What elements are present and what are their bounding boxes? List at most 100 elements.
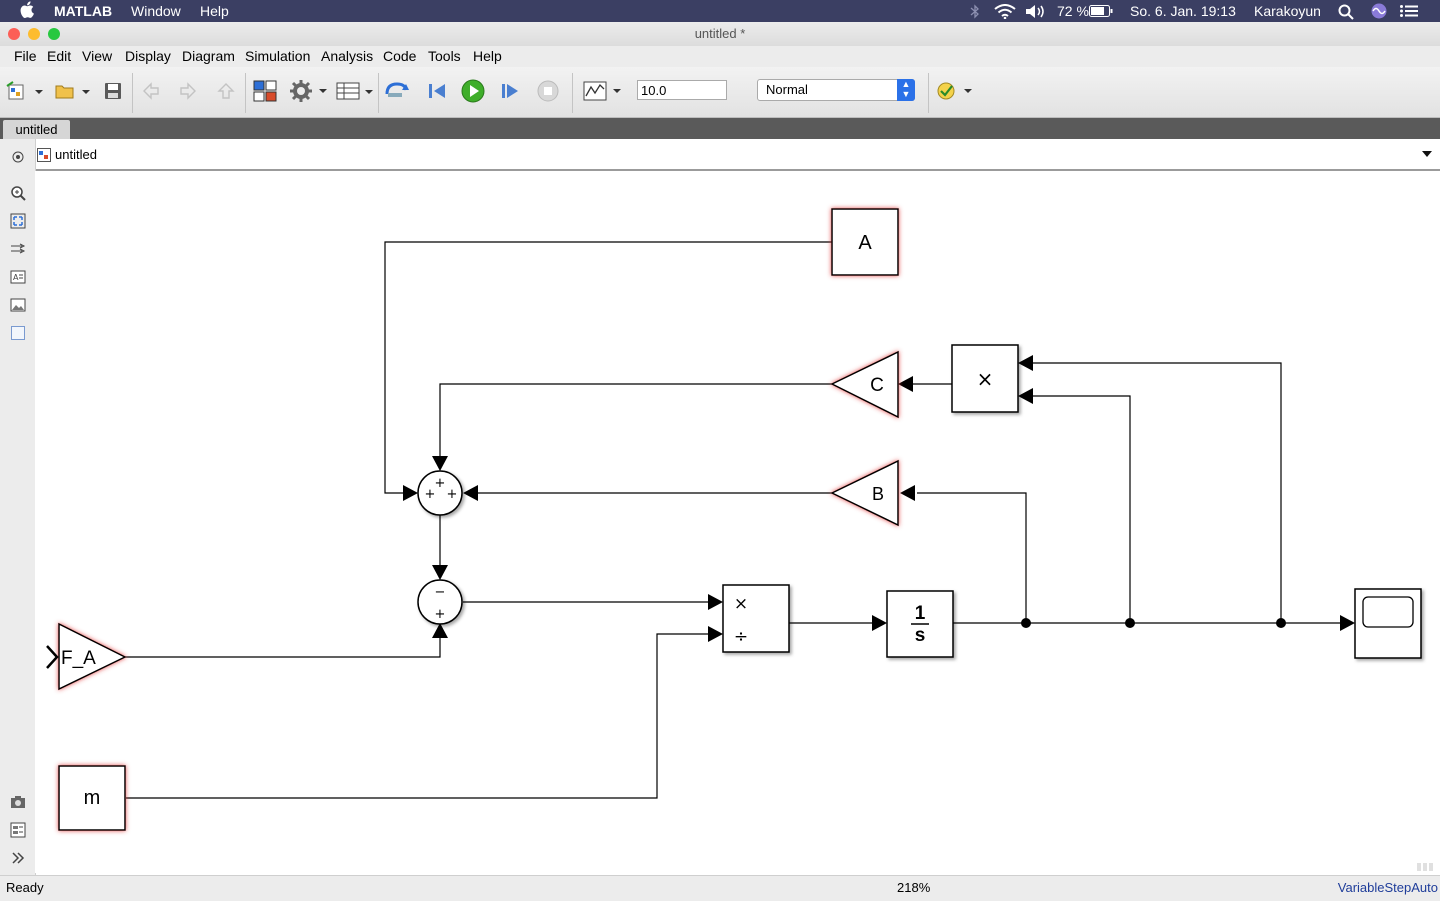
menu-tools[interactable]: Tools xyxy=(428,48,461,64)
breadcrumb-untitled[interactable]: untitled xyxy=(55,147,97,162)
app-menu-matlab[interactable]: MATLAB xyxy=(54,3,113,19)
menu-analysis[interactable]: Analysis xyxy=(321,48,374,64)
forward-button[interactable] xyxy=(176,77,200,105)
save-button[interactable] xyxy=(101,77,125,105)
siri-icon[interactable] xyxy=(1371,3,1387,19)
divide-block[interactable]: × ÷ xyxy=(722,584,790,653)
spotlight-search-icon[interactable] xyxy=(1338,4,1354,20)
model-advisor-button[interactable] xyxy=(934,77,976,105)
menu-help-system[interactable]: Help xyxy=(200,3,229,19)
table-icon xyxy=(336,82,373,100)
signal-branch-to-product-in1[interactable] xyxy=(1033,362,1282,623)
simulation-mode-select[interactable]: Normal ▲▼ xyxy=(757,79,915,101)
up-to-parent-button[interactable] xyxy=(214,77,238,105)
zoom-level: 218% xyxy=(897,880,931,895)
diagram-canvas[interactable]: A C × B + + + − + xyxy=(35,171,1437,873)
back-button[interactable] xyxy=(139,77,163,105)
model-settings-button[interactable] xyxy=(287,77,329,105)
toolbar: 10.0 Normal ▲▼ xyxy=(0,67,1440,118)
menu-window[interactable]: Window xyxy=(131,3,181,19)
sum-block-2[interactable]: − + xyxy=(417,579,463,625)
step-back-icon xyxy=(429,84,445,98)
open-button[interactable] xyxy=(52,77,92,105)
property-inspector-icon[interactable] xyxy=(10,822,26,838)
product-symbol: × xyxy=(977,367,994,391)
close-window-button[interactable] xyxy=(8,28,20,40)
hide-show-browser-icon[interactable] xyxy=(10,149,26,165)
run-button[interactable] xyxy=(460,77,486,105)
svg-text:A: A xyxy=(13,273,19,282)
menu-help[interactable]: Help xyxy=(473,48,502,64)
menu-edit[interactable]: Edit xyxy=(47,48,72,64)
bluetooth-icon[interactable] xyxy=(970,4,980,19)
product-block[interactable]: × xyxy=(951,344,1019,413)
menu-view[interactable]: View xyxy=(82,48,113,64)
minimize-window-button[interactable] xyxy=(28,28,40,40)
signal-branch-to-product-in2[interactable] xyxy=(1033,395,1131,623)
checkmark-icon xyxy=(937,82,972,100)
integrator-numerator: 1 xyxy=(915,603,926,624)
signal-arrowheads xyxy=(403,355,1355,642)
signal-a-to-sum[interactable] xyxy=(384,241,832,494)
branch-point[interactable] xyxy=(1125,618,1135,628)
fast-restart-button[interactable] xyxy=(384,77,410,105)
library-browser-icon xyxy=(253,80,277,102)
branch-point[interactable] xyxy=(1276,618,1286,628)
back-arrow-icon xyxy=(143,82,159,100)
menu-display[interactable]: Display xyxy=(125,48,171,64)
signal-m-to-divide[interactable] xyxy=(126,633,708,799)
zoom-window-button[interactable] xyxy=(48,28,60,40)
step-back-button[interactable] xyxy=(424,77,448,105)
save-icon xyxy=(105,83,121,99)
sum1-sign-left: + xyxy=(425,487,436,502)
sum2-sign-bottom: + xyxy=(435,607,446,622)
resize-grip-icon[interactable] xyxy=(1417,863,1433,871)
notification-center-icon[interactable] xyxy=(1400,5,1418,17)
simulink-diagram: A C × B + + + − + xyxy=(46,208,1433,871)
image-icon[interactable] xyxy=(10,297,26,313)
constant-block-m[interactable]: m xyxy=(58,765,126,831)
model-explorer-button[interactable] xyxy=(335,77,375,105)
integrator-block[interactable]: 1 s xyxy=(886,590,954,658)
constant-block-a[interactable]: A xyxy=(831,208,899,276)
menu-simulation[interactable]: Simulation xyxy=(245,48,311,64)
signal-fa-to-sum2[interactable] xyxy=(125,636,441,658)
signal-lines xyxy=(125,241,1340,799)
zoom-icon[interactable] xyxy=(10,185,26,201)
chevron-down-icon[interactable] xyxy=(1422,150,1432,158)
new-model-button[interactable] xyxy=(4,77,44,105)
area-icon[interactable] xyxy=(10,325,26,341)
battery-icon[interactable] xyxy=(1089,5,1113,17)
signal-branch-to-b[interactable] xyxy=(917,492,1027,623)
fit-to-view-icon[interactable] xyxy=(10,213,26,229)
clock[interactable]: So. 6. Jan. 19:13 xyxy=(1130,3,1236,19)
expand-double-chevron-icon[interactable] xyxy=(10,850,26,866)
tab-untitled[interactable]: untitled xyxy=(3,120,70,139)
gain-block-b[interactable]: B xyxy=(830,459,899,527)
gain-block-c[interactable]: C xyxy=(830,350,899,419)
annotation-icon[interactable]: A xyxy=(10,269,26,285)
library-browser-button[interactable] xyxy=(251,77,279,105)
scope-block[interactable] xyxy=(1354,588,1422,659)
step-forward-button[interactable] xyxy=(498,77,522,105)
menu-code[interactable]: Code xyxy=(383,48,417,64)
solver-link[interactable]: VariableStepAuto xyxy=(1337,880,1438,895)
play-icon xyxy=(461,79,485,103)
menu-diagram[interactable]: Diagram xyxy=(182,48,235,64)
user-name[interactable]: Karakoyun xyxy=(1254,3,1321,19)
volume-icon[interactable] xyxy=(1025,4,1047,19)
gain-block-f-a[interactable]: F_A xyxy=(46,622,127,691)
wifi-icon[interactable] xyxy=(994,4,1016,19)
sum-block-1[interactable]: + + + xyxy=(417,470,463,516)
apple-icon[interactable] xyxy=(20,1,34,18)
app-menu-bar: File Edit View Display Diagram Simulatio… xyxy=(0,46,1440,67)
stop-button[interactable] xyxy=(536,77,560,105)
stop-time-input[interactable]: 10.0 xyxy=(637,80,727,100)
signal-c-to-sum[interactable] xyxy=(439,383,832,458)
arrow-right-icon[interactable] xyxy=(10,241,26,257)
camera-icon[interactable] xyxy=(10,794,26,810)
chevron-updown-icon: ▲▼ xyxy=(897,79,915,101)
menu-file[interactable]: File xyxy=(14,48,37,64)
branch-point[interactable] xyxy=(1021,618,1031,628)
data-inspector-button[interactable] xyxy=(580,77,624,105)
